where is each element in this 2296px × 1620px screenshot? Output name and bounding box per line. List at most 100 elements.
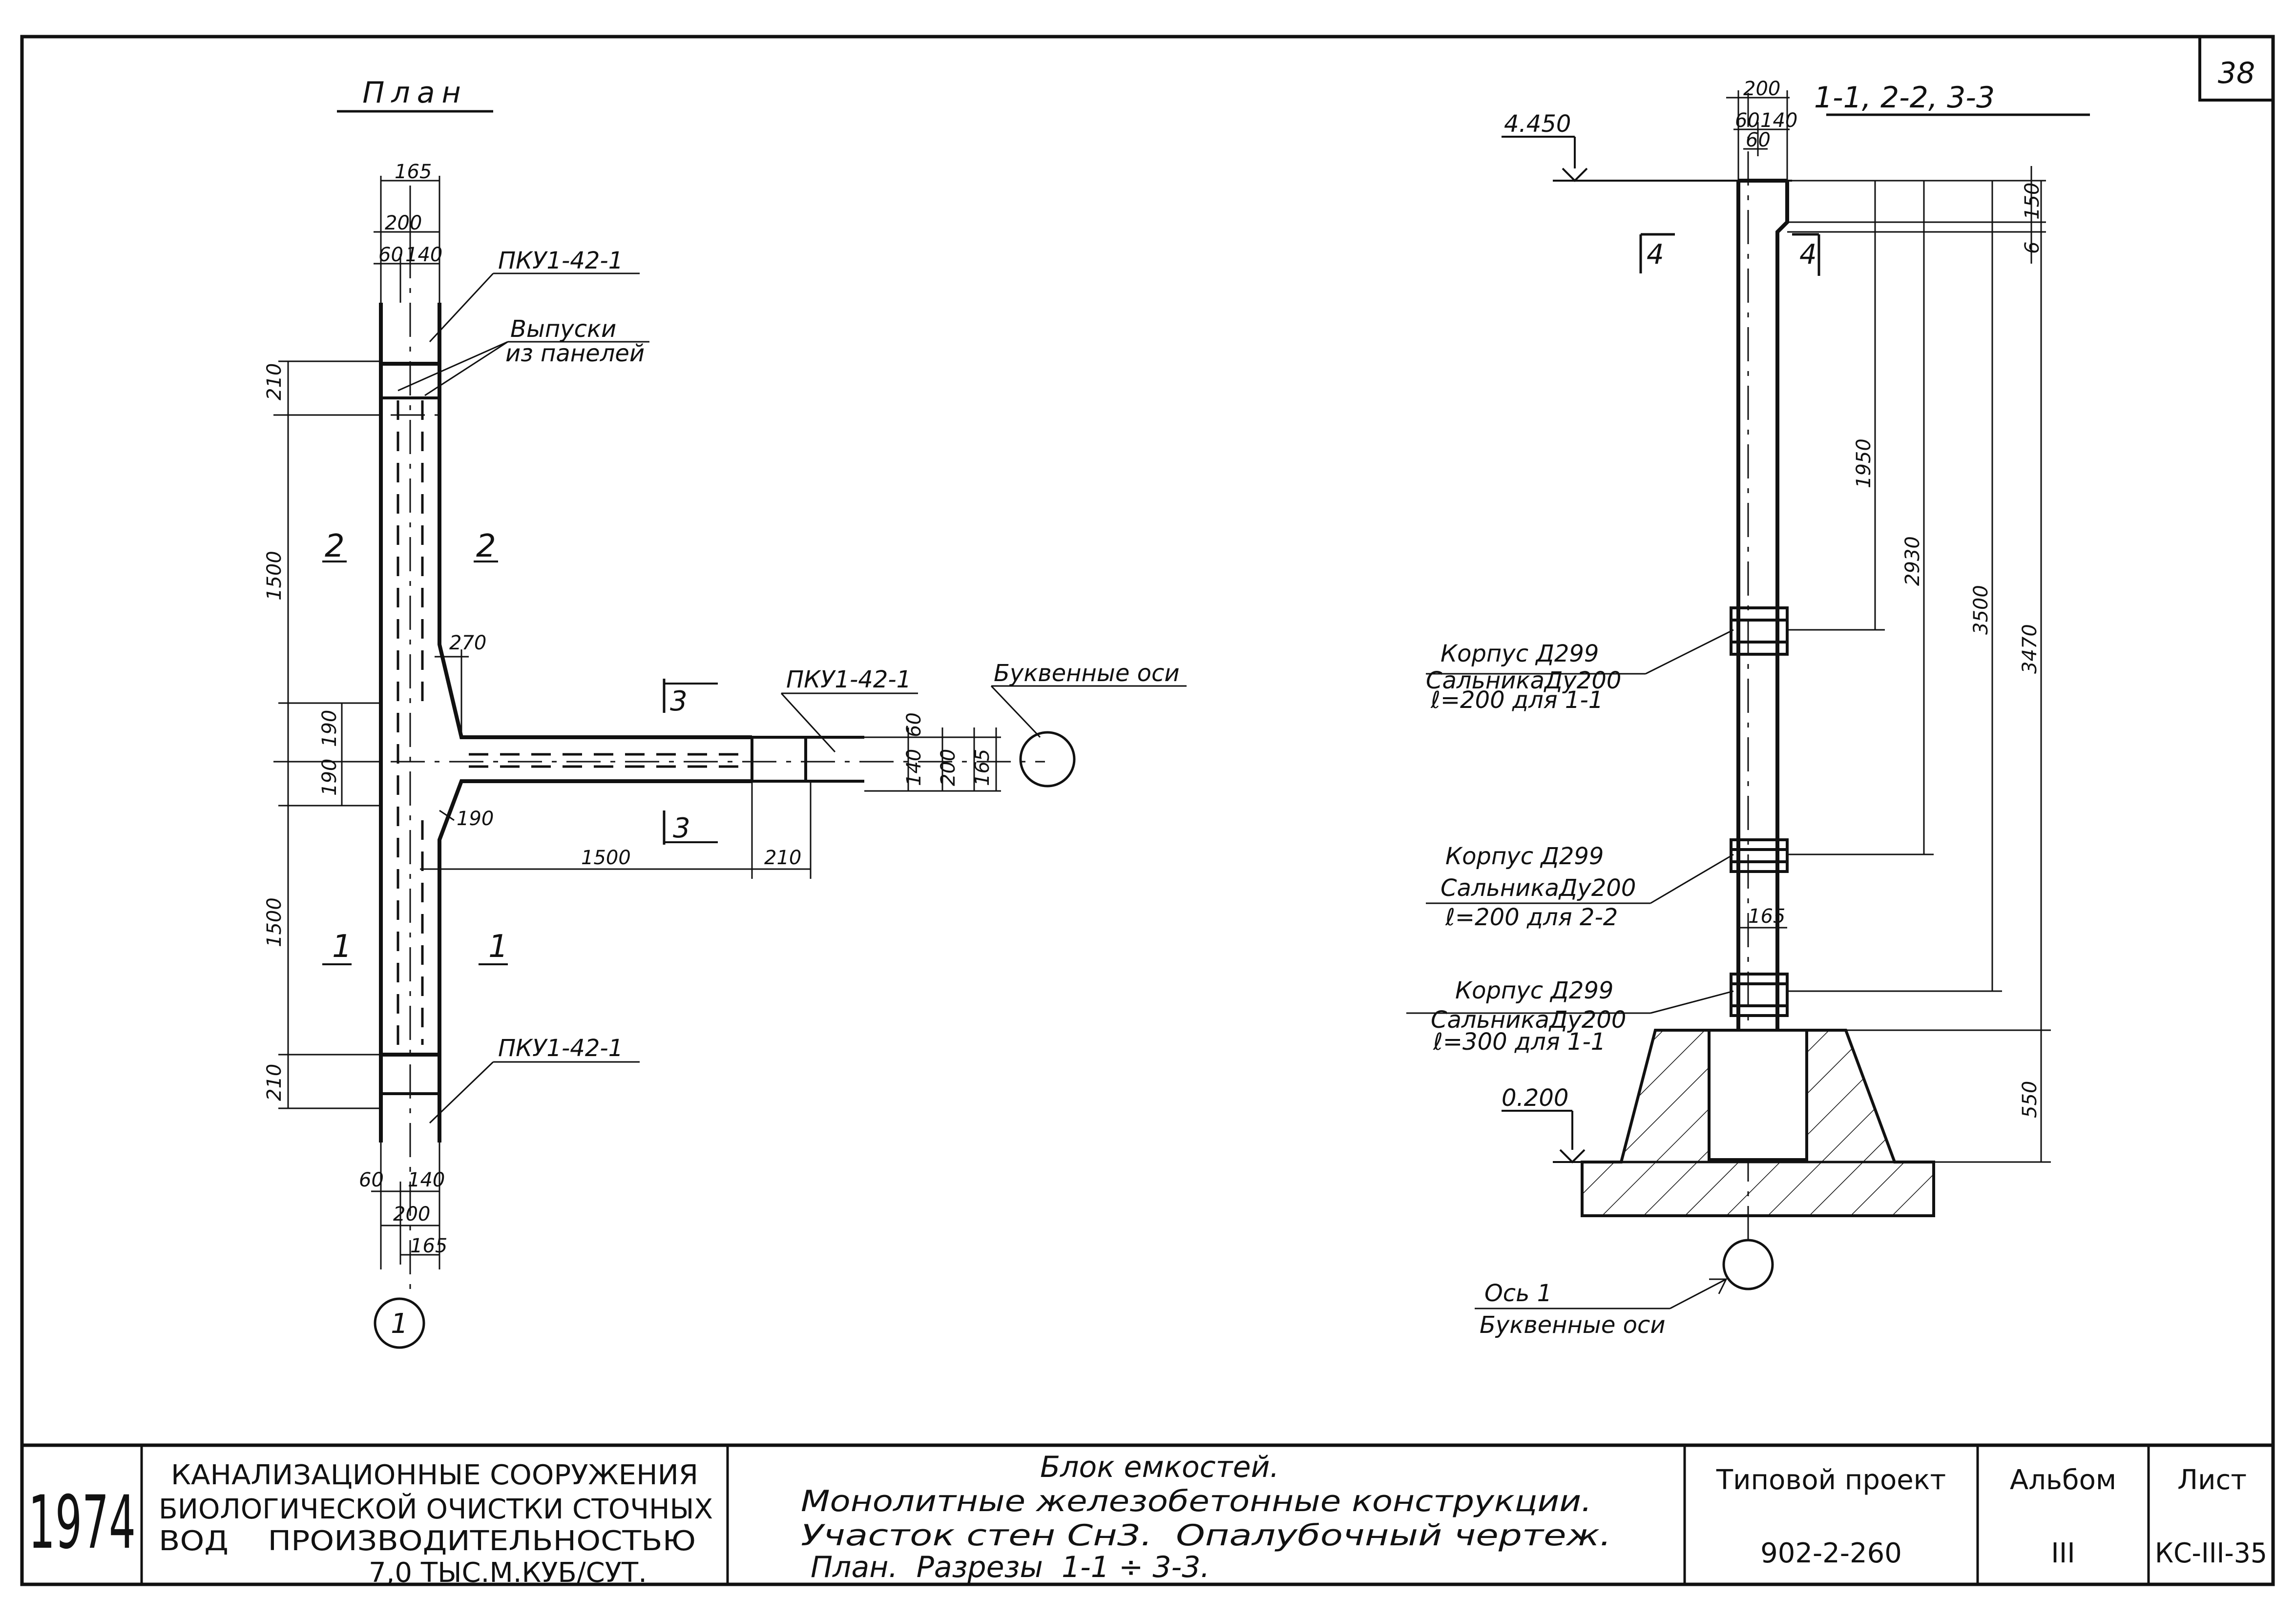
section-title: 1-1, 2-2, 3-3 (1814, 81, 1995, 115)
title-org-line1: КАНАЛИЗАЦИОННЫЕ СООРУЖЕНИЯ (171, 1459, 698, 1491)
plan-dim-140-r: 140 (903, 749, 925, 786)
plan-dim-190-b: 190 (318, 759, 341, 796)
section-callout2-line1: Корпус Д299 (1445, 843, 1604, 870)
plan-wall-outline (379, 303, 752, 1142)
plan-dims-left (278, 360, 381, 1109)
section-dim-6: 6 (2021, 242, 2044, 254)
plan-cut-3-top: 3 (670, 685, 688, 717)
plan-title: План (362, 76, 467, 110)
sheet-number: 38 (2218, 56, 2255, 90)
section-callout1-line1: Корпус Д299 (1440, 640, 1599, 667)
section-callout2-line3: ℓ=200 для 2-2 (1445, 904, 1618, 931)
title-block: 1974 КАНАЛИЗАЦИОННЫЕ СООРУЖЕНИЯ БИОЛОГИЧ… (22, 1443, 2273, 1589)
plan-dim-210-bottom: 210 (263, 1064, 286, 1101)
sheet-frame (20, 35, 2275, 1586)
plan-dim-1500-horiz: 1500 (581, 847, 631, 869)
section-dims-right (1787, 166, 2051, 1163)
sheet-number-box: 38 (2198, 35, 2275, 102)
plan-dims-horizontal (420, 781, 812, 879)
title-album-label: Альбом (2010, 1464, 2116, 1496)
plan-cut-2-left: 2 (325, 528, 345, 564)
plan-dim-190-a: 190 (318, 710, 341, 747)
section-callout3-line3: ℓ=300 для 1-1 (1433, 1028, 1606, 1056)
plan-dim-200-bot: 200 (393, 1203, 430, 1225)
title-project-label: Типовой проект (1716, 1464, 1946, 1496)
plan-dim-210-top: 210 (263, 363, 286, 400)
plan-dim-210-horiz: 210 (764, 847, 801, 869)
section-callout-leaders (1406, 629, 1734, 1014)
section-axis-label-line1: Ось 1 (1484, 1280, 1552, 1307)
plan-panel-ends (379, 362, 864, 1095)
section-dim-2930: 2930 (1901, 536, 1924, 586)
plan-dim-1500-lower: 1500 (263, 897, 286, 947)
plan-dims-top (374, 176, 440, 303)
plan-cut-1-right: 1 (488, 929, 508, 965)
section-cut-4-right: 4 (1799, 239, 1817, 270)
title-desc-line2: Монолитные железобетонные конструкции. (801, 1484, 1592, 1518)
section-dim-150: 150 (2021, 183, 2044, 220)
section-dim-1950: 1950 (1853, 438, 1875, 488)
plan-outlets-line2: из панелей (505, 340, 645, 367)
plan-dim-190-c: 190 (457, 808, 494, 830)
plan-view: План (263, 76, 1187, 1349)
title-project-value: 902-2-260 (1760, 1537, 1902, 1569)
plan-axis-1-bubble (374, 1297, 425, 1349)
plan-dims-junction (435, 649, 469, 821)
plan-cut-2-right: 2 (476, 528, 496, 564)
plan-leaders (397, 272, 1187, 1124)
title-year: 1974 (28, 1480, 136, 1565)
plan-dim-60-bot: 60 (359, 1169, 384, 1191)
plan-dim-200-r: 200 (937, 749, 960, 786)
section-dims-top (1726, 90, 1790, 181)
section-glands (1730, 606, 1789, 1017)
section-elev-bottom: 0.200 (1502, 1084, 1568, 1112)
section-view: 1-1, 2-2, 3-3 (1406, 78, 2090, 1339)
section-callout3-line2: СальникаДу200 (1431, 1006, 1626, 1034)
section-callout3-line1: Корпус Д299 (1455, 977, 1613, 1004)
section-callout2-line2: СальникаДу200 (1440, 874, 1636, 902)
section-foundation (1581, 1029, 1935, 1217)
plan-cut-marks: 2 2 1 1 3 3 (322, 528, 718, 965)
section-elevation-marks (1502, 136, 1792, 1163)
section-axis-leader (1475, 1278, 1728, 1309)
title-desc-line3: Участок стен Сн3. Опалубочный чертеж. (801, 1518, 1611, 1553)
section-callout1-line3: ℓ=200 для 1-1 (1430, 686, 1603, 714)
plan-letter-axes: Буквенные оси (994, 660, 1180, 687)
section-dim-3470: 3470 (2019, 624, 2041, 674)
section-axis-bubble (1722, 1239, 1774, 1290)
plan-dim-60-top: 60 (378, 244, 403, 266)
section-cut-4 (1639, 233, 1820, 276)
plan-dim-140-top: 140 (405, 244, 442, 266)
title-desc-line4: План. Разрезы 1-1 ÷ 3-3. (811, 1550, 1210, 1584)
section-dim-200: 200 (1743, 78, 1780, 100)
plan-panel-label-right: ПКУ1-42-1 (786, 666, 911, 693)
plan-axis-1-label: 1 (391, 1308, 408, 1340)
title-album-value: III (2051, 1537, 2075, 1569)
title-org-line4: 7,0 ТЫС.М.КУБ/СУТ. (369, 1557, 647, 1589)
title-org-line2: БИОЛОГИЧЕСКОЙ ОЧИСТКИ СТОЧНЫХ (159, 1493, 713, 1525)
title-sheet-label: Лист (2177, 1464, 2247, 1496)
section-dim-3500: 3500 (1970, 585, 1992, 635)
plan-dim-60-r: 60 (903, 712, 925, 737)
plan-panel-label-top: ПКУ1-42-1 (498, 247, 623, 274)
plan-dim-270: 270 (449, 632, 486, 654)
title-org-line3: ВОД ПРОИЗВОДИТЕЛЬНОСТЬЮ (159, 1525, 696, 1557)
section-dim-165: 165 (1748, 905, 1785, 928)
section-dim-60b: 60 (1746, 129, 1771, 151)
section-callout1-line2: СальникаДу200 (1426, 667, 1621, 694)
plan-outlets-line1: Выпуски (510, 315, 616, 343)
plan-dim-200-top: 200 (385, 212, 422, 234)
title-sheet-value: КС-III-35 (2155, 1537, 2267, 1569)
section-dim-140: 140 (1760, 109, 1797, 132)
plan-dim-165-bot: 165 (410, 1235, 447, 1257)
plan-letter-axis-bubble (1019, 731, 1076, 788)
plan-dim-165-r: 165 (971, 749, 994, 786)
plan-cut-1-left: 1 (332, 929, 352, 965)
section-axis-label-line2: Буквенные оси (1480, 1311, 1666, 1339)
plan-panel-label-bottom: ПКУ1-42-1 (498, 1035, 623, 1062)
section-dim-550: 550 (2019, 1081, 2041, 1118)
section-wall-outline (1736, 179, 1789, 1030)
section-elev-top: 4.450 (1504, 110, 1571, 138)
plan-dims-bottom (371, 1142, 440, 1269)
